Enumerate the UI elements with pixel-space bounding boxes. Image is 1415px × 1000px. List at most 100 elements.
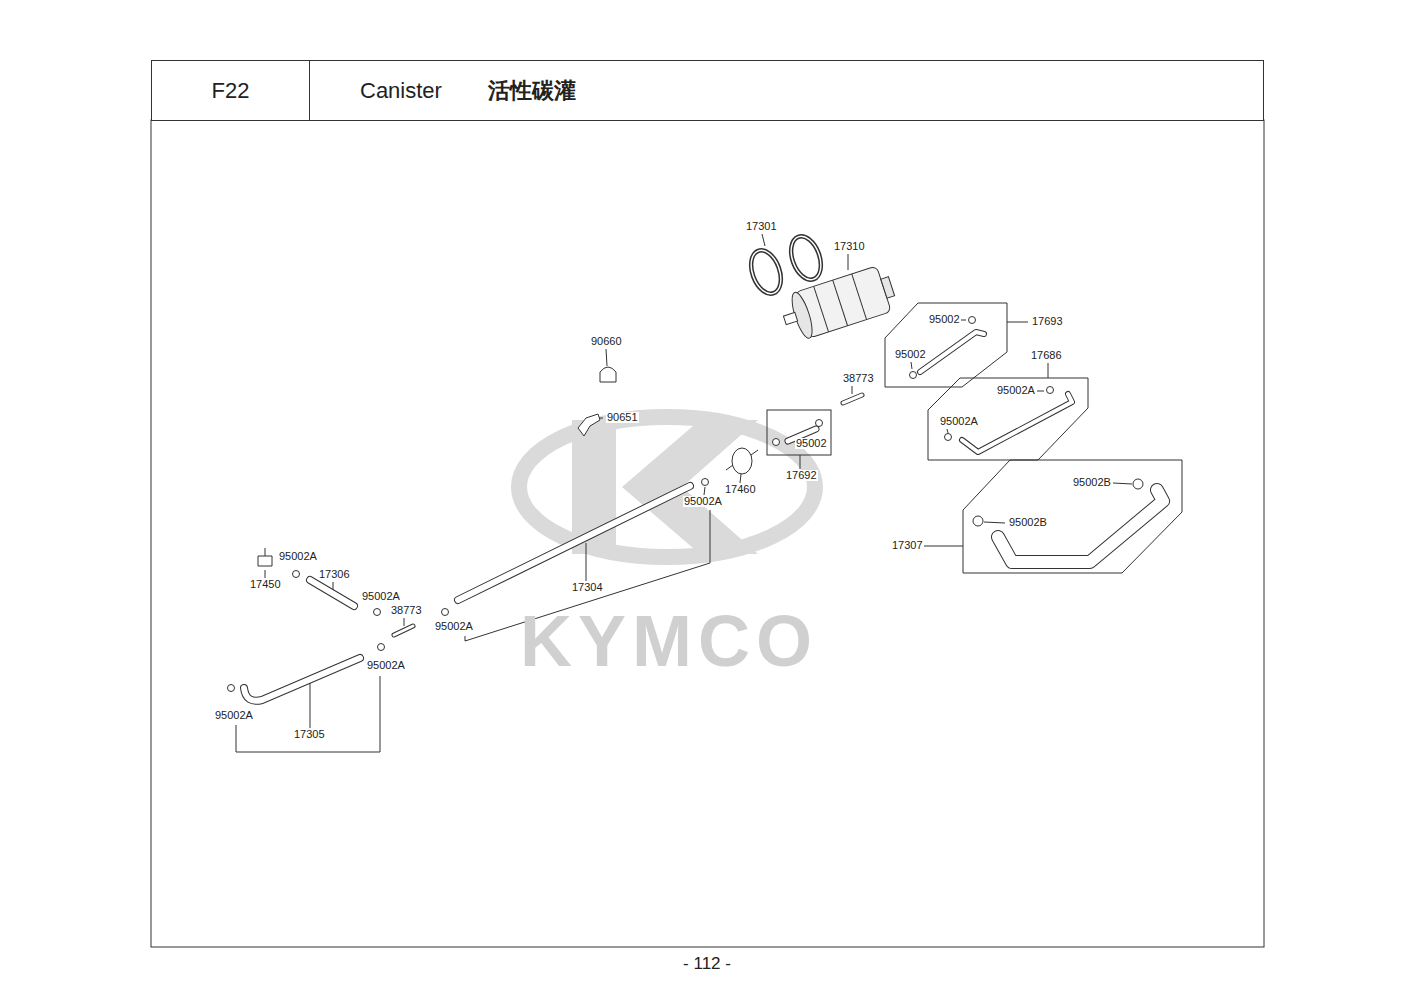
illustration-part	[852, 386, 853, 394]
illustration-part	[843, 395, 862, 403]
callout-number: 95002	[894, 349, 927, 360]
illustration-part	[848, 254, 849, 270]
page-number: - 112 -	[683, 955, 731, 972]
illustration-part	[702, 479, 709, 486]
illustration-part	[704, 487, 705, 495]
callout-number: 38773	[390, 605, 423, 616]
illustration-part	[852, 274, 867, 320]
callout-number: 95002A	[434, 621, 474, 632]
illustration-part	[773, 439, 780, 446]
illustration-part	[265, 548, 266, 556]
callout-number: 95002A	[278, 551, 318, 562]
callout-number: 17450	[249, 579, 282, 590]
illustration-part	[998, 490, 1163, 562]
illustration-part	[1047, 387, 1054, 394]
illustration-part	[984, 522, 1005, 523]
illustration-part	[732, 448, 752, 474]
illustration-part	[920, 332, 984, 372]
illustration-part	[244, 658, 360, 701]
callout-number: 95002B	[1072, 477, 1112, 488]
illustration-part	[783, 312, 797, 324]
group-outlines	[236, 303, 1182, 752]
small-parts	[258, 367, 758, 566]
illustration-part	[881, 277, 895, 298]
illustration-part	[458, 486, 690, 600]
callout-number: 90651	[606, 412, 639, 423]
callout-number: 95002A	[366, 660, 406, 671]
illustration-part	[394, 626, 413, 635]
illustration-part	[969, 317, 976, 324]
illustration-part	[767, 410, 831, 455]
illustration-part	[378, 644, 385, 651]
hoses	[244, 332, 1163, 701]
illustration-part	[1037, 391, 1044, 392]
illustration-part	[1007, 322, 1028, 323]
illustration-part	[374, 609, 381, 616]
illustration-part	[843, 395, 862, 403]
callout-number: 95002A	[683, 496, 723, 507]
callout-number: 17305	[293, 729, 326, 740]
illustration-part	[404, 618, 405, 626]
section-title-box: Canister活性碳灌	[309, 60, 1264, 121]
callout-number: 95002A	[361, 591, 401, 602]
illustration-part	[726, 465, 733, 470]
callout-number: 95002	[795, 438, 828, 449]
illustration-part	[816, 420, 823, 427]
illustration-part	[998, 490, 1163, 562]
leader-lines	[265, 234, 1132, 728]
illustration-part	[293, 571, 300, 578]
clips	[228, 317, 1144, 692]
illustration-part	[762, 234, 765, 246]
callout-number: 95002A	[996, 385, 1036, 396]
illustration-part	[1048, 363, 1049, 378]
illustration-part	[442, 609, 449, 616]
illustration-part	[578, 414, 600, 436]
illustration-part	[228, 685, 235, 692]
section-title: F22	[212, 78, 250, 104]
illustration-part	[310, 580, 354, 606]
callout-number: 17310	[833, 241, 866, 252]
illustration-part	[945, 434, 952, 441]
callout-number: 17692	[785, 470, 818, 481]
callout-number: 17306	[318, 569, 351, 580]
illustration-part	[265, 570, 266, 578]
illustration-part	[458, 486, 690, 600]
callout-number: 90660	[590, 336, 623, 347]
callout-number: 95002B	[1008, 517, 1048, 528]
illustration-part	[258, 556, 272, 566]
illustration-part	[963, 460, 1182, 573]
logo-watermark	[519, 417, 815, 557]
illustration-part	[961, 320, 966, 321]
illustration-part	[586, 543, 587, 581]
section-code-box: F22	[151, 60, 310, 121]
illustration-part	[1133, 479, 1143, 489]
section-title: Canister	[360, 78, 442, 104]
illustration-part	[814, 286, 829, 332]
frame	[151, 120, 1264, 947]
illustration-part	[744, 244, 789, 299]
illustration-part	[973, 516, 983, 526]
callout-number: 17304	[571, 582, 604, 593]
hose-clamps	[744, 230, 829, 299]
illustration-part	[519, 417, 815, 557]
canister	[778, 263, 899, 343]
illustration-part	[394, 626, 413, 635]
illustration-part	[748, 248, 785, 296]
illustration-part	[740, 474, 741, 483]
callout-number: 17686	[1030, 350, 1063, 361]
illustration-part	[778, 263, 899, 343]
illustration-part	[885, 303, 1007, 387]
illustration-part	[1113, 483, 1132, 484]
illustration-part	[800, 455, 801, 469]
watermark: KYMCO	[520, 605, 818, 677]
illustration-part	[751, 450, 758, 455]
illustration-part	[928, 378, 1088, 460]
illustration-part	[784, 230, 829, 285]
illustration-part	[244, 658, 360, 701]
callout-number: 95002A	[214, 710, 254, 721]
callout-number: 95002	[928, 314, 961, 325]
illustration-part	[922, 546, 963, 547]
illustration-part	[947, 429, 948, 433]
callout-number: 17460	[724, 484, 757, 495]
illustration-part	[310, 580, 354, 606]
